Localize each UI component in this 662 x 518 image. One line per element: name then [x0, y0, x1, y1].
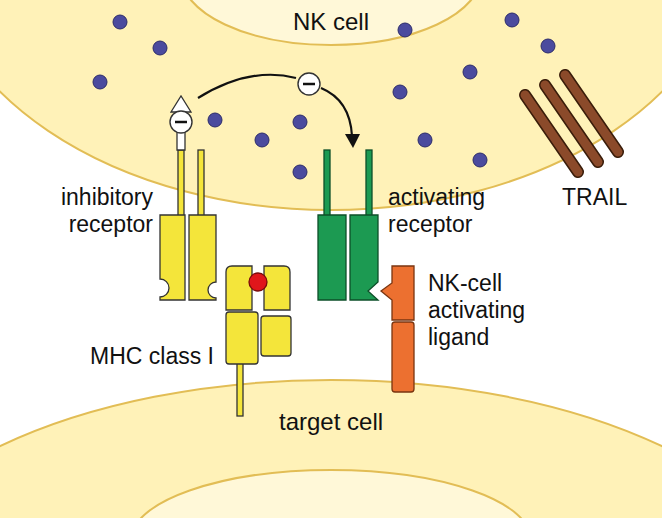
cell-membrane [0, 380, 662, 518]
mhc-domain [226, 266, 252, 310]
peptide [249, 273, 267, 291]
molecule-label: MHC class I [14, 343, 214, 370]
granule [293, 165, 307, 179]
inhibition-curve [198, 75, 296, 98]
mhc-domain [264, 266, 290, 310]
activating-receptor [318, 150, 378, 300]
cell-name: target cell [279, 408, 383, 436]
mhc-stem [237, 360, 243, 416]
receptor-label: inhibitory receptor [3, 184, 153, 238]
minus-circle [298, 73, 320, 95]
cell-membrane [0, 0, 662, 210]
trail-protein [525, 75, 618, 172]
ligand-domain [381, 266, 414, 320]
cell-nucleus [131, 470, 531, 518]
minus-circle [170, 111, 192, 133]
receptor-chain [160, 215, 185, 300]
trail-bar [565, 75, 618, 152]
trail-bar-fill [525, 95, 578, 172]
granule [541, 39, 555, 53]
granule [208, 113, 222, 127]
white-arrow [171, 96, 191, 150]
inhibitory-receptor [160, 150, 216, 300]
minus-sign [303, 83, 315, 86]
cell-outline [0, 378, 662, 518]
granule [153, 41, 167, 55]
receptor-stem [366, 150, 372, 216]
trail-bar [545, 85, 598, 162]
receptor-stem [198, 150, 204, 216]
signal-arrows [170, 73, 360, 150]
target-cell: target cell [0, 378, 662, 518]
granule [398, 23, 412, 37]
inhibition-curve [321, 88, 352, 136]
beta2-microglobulin [261, 316, 291, 356]
granule [93, 75, 107, 89]
nk-activating-ligand [381, 266, 414, 392]
cell-nucleus [181, 0, 481, 45]
mhc-class-i [226, 266, 291, 416]
receptor-chain [189, 215, 216, 300]
ligand-label: NK-cell activating ligand [428, 270, 553, 351]
granule [505, 13, 519, 27]
protein-label: TRAIL [562, 184, 652, 211]
trail-bar [525, 95, 578, 172]
trail-bar-fill [565, 75, 618, 152]
receptor-label: activating receptor [388, 184, 523, 238]
receptor-stem [178, 150, 184, 216]
granule [473, 153, 487, 167]
minus-sign [175, 121, 187, 124]
granule [393, 85, 407, 99]
granule [255, 133, 269, 147]
cell-name: NK cell [293, 8, 369, 36]
ligand-domain [392, 322, 414, 392]
granule [293, 115, 307, 129]
arrow-head [345, 134, 360, 148]
granule [418, 133, 432, 147]
mhc-domain [226, 312, 258, 364]
receptor-stem [324, 150, 330, 216]
trail-bar-fill [545, 85, 598, 162]
receptor-chain [350, 215, 378, 300]
granule [463, 65, 477, 79]
granule [113, 15, 127, 29]
receptor-chain [318, 215, 346, 300]
